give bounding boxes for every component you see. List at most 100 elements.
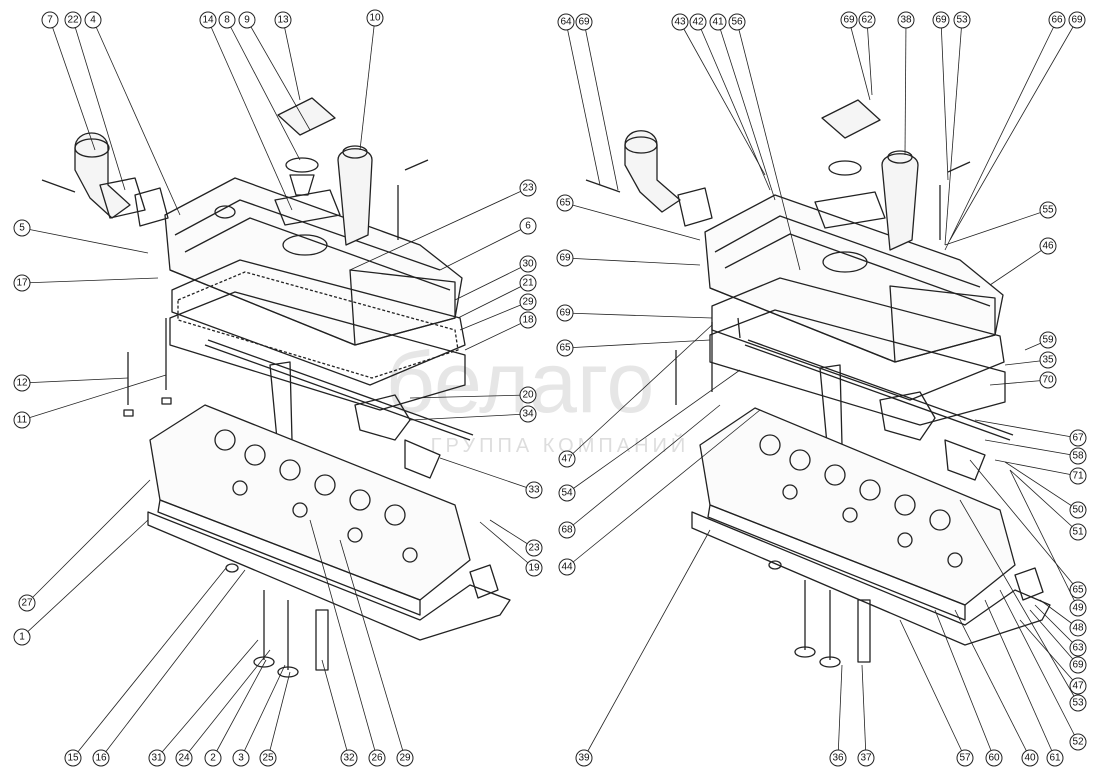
right-bolts bbox=[585, 161, 971, 405]
left-callout-number: 1 bbox=[19, 632, 25, 643]
left-callout-circle bbox=[519, 293, 537, 311]
right-callout-number: 41 bbox=[712, 17, 724, 28]
left-callout: 24 bbox=[175, 749, 193, 767]
right-callout: 38 bbox=[897, 11, 915, 29]
right-callout-circle bbox=[932, 11, 950, 29]
right-callout: 67 bbox=[1069, 429, 1087, 447]
right-leader-line bbox=[989, 379, 1049, 386]
right-callout: 59 bbox=[1039, 331, 1057, 349]
right-callout: 69 bbox=[840, 11, 858, 29]
left-leader-line bbox=[309, 519, 378, 759]
left-callout-circle bbox=[204, 749, 222, 767]
left-leader-line bbox=[21, 519, 149, 638]
right-callout-number: 71 bbox=[1072, 471, 1084, 482]
left-callout: 29 bbox=[519, 293, 537, 311]
right-leader-line bbox=[837, 664, 843, 759]
right-callout-circle bbox=[1069, 599, 1087, 617]
right-leader-line bbox=[564, 257, 701, 266]
left-callout-circle bbox=[13, 628, 31, 646]
left-callout-number: 21 bbox=[522, 278, 534, 289]
left-cylinder-head bbox=[147, 404, 511, 641]
left-callout: 3 bbox=[232, 749, 250, 767]
right-callout-circle bbox=[1069, 619, 1087, 637]
left-callout: 16 bbox=[92, 749, 110, 767]
left-callout: 9 bbox=[238, 11, 256, 29]
right-callout: 40 bbox=[1021, 749, 1039, 767]
left-callout-circle bbox=[13, 374, 31, 392]
left-callout-number: 14 bbox=[202, 15, 214, 26]
right-callout-circle bbox=[1069, 639, 1087, 657]
right-callout-circle bbox=[558, 521, 576, 539]
right-callout-number: 62 bbox=[861, 15, 873, 26]
right-callout-circle bbox=[556, 339, 574, 357]
right-leader-line bbox=[566, 404, 721, 531]
right-callout: 58 bbox=[1069, 447, 1087, 465]
right-callout-circle bbox=[985, 749, 1003, 767]
right-leader-line bbox=[717, 21, 776, 201]
right-callout: 65 bbox=[1069, 581, 1087, 599]
left-callout: 23 bbox=[519, 179, 537, 197]
left-callout-circle bbox=[232, 749, 250, 767]
left-callout-number: 27 bbox=[21, 598, 33, 609]
left-callout-number: 13 bbox=[277, 15, 289, 26]
right-callout-circle bbox=[829, 749, 847, 767]
right-thermostat bbox=[814, 99, 919, 251]
right-callout-number: 61 bbox=[1049, 753, 1061, 764]
left-callout-number: 5 bbox=[19, 223, 25, 234]
right-valves bbox=[768, 560, 871, 668]
left-callout-number: 31 bbox=[151, 753, 163, 764]
left-leader-line bbox=[212, 659, 267, 759]
left-callout-circle bbox=[525, 481, 543, 499]
left-leader-line bbox=[21, 277, 159, 284]
right-callout-number: 65 bbox=[1072, 585, 1084, 596]
right-callout: 50 bbox=[1069, 501, 1087, 519]
left-water-outlet bbox=[74, 132, 169, 227]
right-callout-circle bbox=[556, 304, 574, 322]
left-callout-circle bbox=[519, 217, 537, 235]
right-callout-number: 46 bbox=[1042, 241, 1054, 252]
right-callout-circle bbox=[858, 11, 876, 29]
left-callout-number: 19 bbox=[528, 563, 540, 574]
left-callout-circle bbox=[396, 749, 414, 767]
right-leader-line bbox=[564, 339, 711, 349]
right-callout-number: 59 bbox=[1042, 335, 1054, 346]
right-callout-number: 69 bbox=[1072, 660, 1084, 671]
left-leader-line bbox=[359, 17, 376, 151]
left-callout: 11 bbox=[13, 411, 31, 429]
right-callout-number: 53 bbox=[956, 15, 968, 26]
right-callout: 61 bbox=[1046, 749, 1064, 767]
left-callout-circle bbox=[259, 749, 277, 767]
right-leader-line bbox=[944, 209, 1049, 246]
left-callout-circle bbox=[199, 11, 217, 29]
right-leader-line bbox=[848, 19, 871, 101]
left-leader-line bbox=[72, 567, 227, 759]
right-callout-number: 47 bbox=[1072, 681, 1084, 692]
right-callout-number: 52 bbox=[1072, 737, 1084, 748]
right-callout-circle bbox=[897, 11, 915, 29]
left-callout: 15 bbox=[64, 749, 82, 767]
right-callout-circle bbox=[1069, 694, 1087, 712]
right-callout-number: 63 bbox=[1072, 643, 1084, 654]
left-leader-line bbox=[240, 664, 286, 759]
right-callout: 57 bbox=[956, 749, 974, 767]
right-callout: 41 bbox=[709, 13, 727, 31]
left-callout: 33 bbox=[525, 481, 543, 499]
left-callout-circle bbox=[525, 559, 543, 577]
left-callout-number: 17 bbox=[16, 278, 28, 289]
left-callout-circle bbox=[519, 179, 537, 197]
left-leader-line bbox=[282, 19, 301, 101]
right-callout-number: 44 bbox=[561, 562, 573, 573]
left-callout-number: 20 bbox=[522, 390, 534, 401]
right-callout-number: 47 bbox=[561, 454, 573, 465]
right-callout: 69 bbox=[1069, 656, 1087, 674]
left-callout-circle bbox=[274, 11, 292, 29]
left-callout-number: 30 bbox=[522, 259, 534, 270]
right-leader-line bbox=[565, 21, 601, 186]
left-callout: 34 bbox=[519, 405, 537, 423]
right-callout-circle bbox=[689, 13, 707, 31]
right-callout-number: 43 bbox=[674, 17, 686, 28]
left-callout: 7 bbox=[41, 11, 59, 29]
right-leader-line bbox=[1004, 461, 1079, 511]
